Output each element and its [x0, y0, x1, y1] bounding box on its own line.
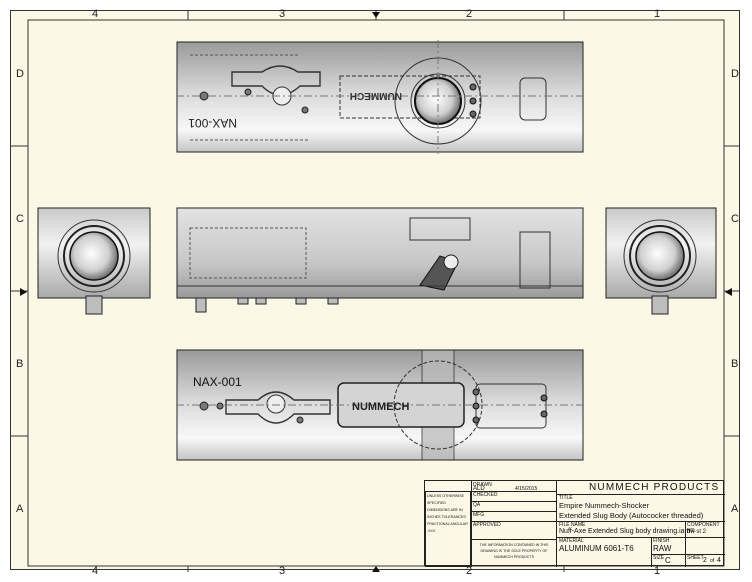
component-label: COMPONENT NO. — [687, 522, 720, 534]
company-name: NUMMECH PRODUCTS — [589, 482, 720, 493]
left-end-view — [37, 207, 151, 315]
size-label: SIZE — [653, 555, 665, 561]
size-value: C — [665, 556, 671, 565]
front-view — [176, 207, 584, 313]
top-view — [176, 40, 584, 154]
title-line-1: Empire Nummech-Shocker — [559, 501, 650, 510]
mfg-label: MFG — [473, 512, 485, 518]
zone-row-d-right: D — [731, 68, 739, 80]
sheet-total: 4 — [717, 557, 721, 564]
zone-col-3-top: 3 — [279, 8, 286, 20]
proprietary-notice: THE INFORMATION CONTAINED IN THIS DRAWIN… — [479, 543, 549, 559]
zone-row-b-right: B — [731, 358, 739, 370]
title-line-2: Extended Slug Body (Autococker threaded) — [559, 511, 704, 520]
approvals-box — [471, 481, 557, 567]
top-view-logo: NUMMECH — [350, 90, 402, 101]
approved-label: APPROVED — [473, 522, 501, 528]
material-value: ALUMINUM 6061-T6 — [559, 544, 634, 553]
bottom-view-part-mark: NAX-001 — [193, 375, 242, 389]
zone-col-3-bottom: 3 — [279, 565, 286, 577]
finish-value: RAW — [653, 544, 672, 553]
zone-col-1-top: 1 — [654, 8, 661, 20]
qa-label: QA — [473, 502, 481, 508]
bottom-view — [176, 349, 584, 461]
title-label: TITLE — [559, 495, 573, 501]
center-arrow-left — [20, 288, 27, 296]
zone-col-4-bottom: 4 — [92, 565, 99, 577]
material-label: MATERIAL — [559, 538, 584, 544]
title-divider — [557, 521, 725, 522]
center-arrow-bottom — [372, 566, 380, 572]
right-end-view — [605, 207, 717, 315]
title-block: UNLESS OTHERWISE SPECIFIED DIMENSIONS AR… — [424, 480, 725, 567]
center-arrow-top — [372, 12, 380, 18]
zone-row-a-right: A — [731, 503, 739, 515]
zone-row-a-left: A — [16, 503, 24, 515]
drawn-label: DRAWN — [473, 482, 492, 488]
approvals-divider-2 — [471, 501, 557, 502]
drawn-date: 4/15/2015 — [515, 486, 538, 492]
approvals-divider-5 — [471, 539, 557, 540]
zone-col-2-top: 2 — [466, 8, 473, 20]
material-divider — [557, 537, 725, 538]
tolerance-notes: UNLESS OTHERWISE SPECIFIED DIMENSIONS AR… — [427, 494, 468, 533]
component-no: dw st 2 — [687, 529, 707, 535]
approvals-divider-4 — [471, 521, 557, 522]
zone-col-4-top: 4 — [92, 8, 99, 20]
center-arrow-right — [725, 288, 732, 296]
zone-row-c-right: C — [731, 213, 739, 225]
component-divider — [685, 521, 686, 567]
drawn-by: ALD — [473, 486, 485, 492]
finish-label: FINISH — [653, 538, 670, 544]
bottom-view-logo: NUMMECH — [352, 401, 409, 413]
file-label: FILE NAME — [559, 522, 586, 528]
company-divider — [557, 494, 725, 495]
zone-col-2-bottom: 2 — [466, 565, 473, 577]
top-view-part-mark: NAX-001 — [188, 116, 237, 130]
zone-row-d-left: D — [16, 68, 24, 80]
approvals-divider-3 — [471, 511, 557, 512]
sheet-label: SHEET — [687, 555, 704, 561]
finish-divider — [651, 537, 652, 567]
approvals-divider-1 — [471, 491, 557, 492]
sheet-of-label: of — [710, 558, 715, 564]
tolerance-box — [425, 491, 471, 567]
checked-label: CHECKED — [473, 492, 498, 498]
file-name: Nuff-Axe Extended Slug body drawing.iam — [559, 528, 691, 535]
sheet-number: 2 — [703, 557, 707, 564]
zone-row-c-left: C — [16, 213, 24, 225]
size-divider — [651, 554, 725, 555]
zone-row-b-left: B — [16, 358, 24, 370]
zone-col-1-bottom: 1 — [654, 565, 661, 577]
